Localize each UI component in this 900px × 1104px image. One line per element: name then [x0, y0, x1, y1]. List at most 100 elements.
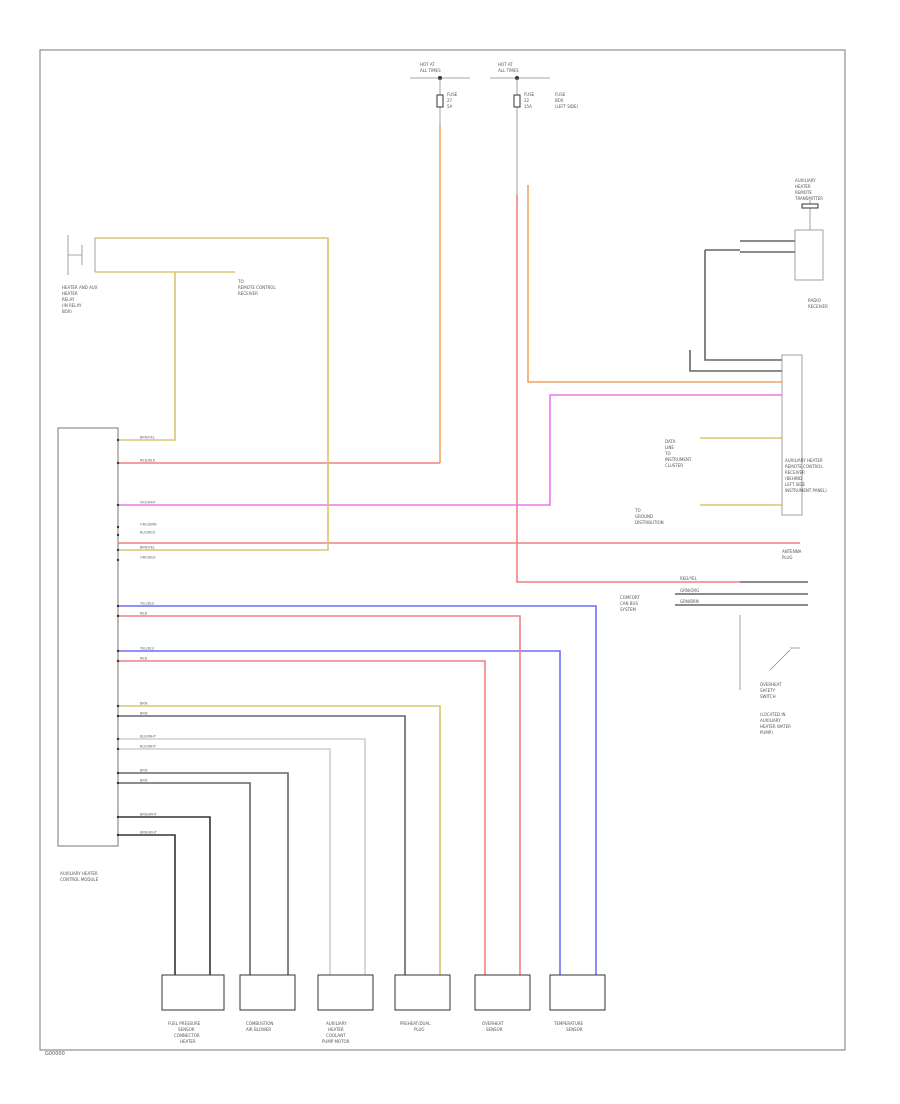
overheat-switch: [769, 647, 800, 671]
module-pin: [116, 503, 120, 507]
fuse-right-label-2: 22: [524, 98, 530, 103]
relay-label-4: (IN RELAY: [62, 303, 82, 308]
wire-magenta: [118, 394, 782, 506]
wire-gray-blower-1: [118, 772, 289, 975]
module-wire-label: RED/BLK: [140, 459, 156, 463]
module-pin: [116, 833, 120, 837]
switch-label-2: SAFETY: [760, 688, 776, 693]
ground-note-2: GROUND: [635, 514, 653, 519]
transmitter-label-4: TRANSMITTER: [794, 196, 823, 201]
radio-label-1: RADIO: [808, 298, 821, 303]
bus-wire-label-3: GRN/BRN: [680, 599, 699, 604]
temperature-sensor-box: [549, 974, 606, 1011]
fuse-left-label-1: FUSE: [447, 92, 458, 97]
module-wire-label: ORG/BLK: [140, 556, 156, 560]
transmitter-label-2: HEATER: [795, 184, 811, 189]
combustion-air-blower-box: [239, 974, 296, 1011]
receiver-label-4: (BEHIND: [785, 476, 802, 481]
wire-dark-fuel-2: [118, 834, 176, 975]
module-pin: [116, 604, 120, 608]
bus-label-1: COMFORT: [620, 595, 640, 600]
relay-label-2: HEATER: [62, 291, 78, 296]
coolant-pump-motor-box: [317, 974, 374, 1011]
bottom-label-3-1: AUXILIARY: [326, 1021, 347, 1026]
module-pin: [116, 438, 120, 442]
module-wire-label: ORG/BRN: [140, 523, 157, 527]
module-pin: [116, 737, 120, 741]
transmitter-label-3: REMOTE: [795, 190, 812, 195]
relay-note-1: TO: [237, 279, 244, 284]
bus-wire-label-2: GRN/ORG: [680, 588, 699, 593]
bottom-label-6-2: SENSOR: [566, 1027, 583, 1032]
data-line-note-1: TO: [664, 451, 671, 456]
wire-blue-2: [118, 650, 561, 975]
module-pin: [116, 558, 120, 562]
wire-light-pump-1: [118, 738, 366, 975]
module-wire-label: BRN: [140, 769, 148, 773]
switch-note-1: (LOCATED IN: [760, 712, 786, 717]
bottom-label-2-1: COMBUSTION: [246, 1021, 273, 1026]
preheat-plug-box: [394, 974, 451, 1011]
module-wire-label: RED: [140, 612, 148, 616]
module-wire-label: BLK/WHT: [140, 735, 157, 739]
module-wire-label: RED: [140, 657, 148, 661]
wire-yellow-loop: [95, 237, 329, 551]
module-pin: [116, 714, 120, 718]
wire-yellow-preheat: [118, 705, 441, 975]
module-pin: [116, 461, 120, 465]
bus-label-3: SYSTEM: [620, 607, 636, 612]
antenna-label-1: ANTENNA: [782, 549, 802, 554]
wire-orange-fuse-right: [527, 185, 782, 383]
fuse-right-label-1: FUSE: [524, 92, 535, 97]
wire-layer: [95, 125, 808, 975]
fuse-right-label-3: 15A: [524, 104, 532, 109]
wire-light-pump-2: [118, 748, 331, 975]
module-wire-label: YEL/BLU: [140, 602, 155, 606]
wire-dark-preheat: [118, 715, 406, 975]
module-pin: [116, 649, 120, 653]
source-label-right-1: HOT AT: [498, 62, 513, 67]
receiver-module-box: [781, 354, 803, 516]
wire-red-fuse-right: [516, 195, 740, 583]
module-pin: [116, 815, 120, 819]
bottom-label-6-1: TEMPERATURE: [553, 1021, 584, 1026]
source-label-left-2: ALL TIMES: [420, 68, 441, 73]
switch-note-2: AUXILIARY: [760, 718, 781, 723]
radio-transmitter-box: [801, 203, 819, 209]
bottom-label-3-4: PUMP MOTOR: [322, 1039, 350, 1044]
overheat-sensor-box: [474, 974, 531, 1011]
module-pin: [116, 659, 120, 663]
receiver-label-3: RECEIVER: [785, 470, 805, 475]
wire-dark-fuel-1: [118, 816, 211, 975]
module-wire-label: BLK/WHT: [140, 745, 157, 749]
fuse-27: [436, 94, 444, 108]
module-wire-label: BLK/RED: [140, 531, 155, 535]
module-wire-label: BRN/YEL: [140, 546, 155, 550]
source-label-left-1: HOT AT: [420, 62, 435, 67]
wire-yellow-relay-down: [118, 272, 176, 441]
switch-label-3: SWITCH: [760, 694, 776, 699]
bottom-label-1-4: HEATER: [180, 1039, 196, 1044]
bottom-label-5-1: OVERHEAT: [482, 1021, 504, 1026]
module-pin: [116, 747, 120, 751]
module-wire-label: BRN/WHT: [140, 813, 158, 817]
module-pin: [116, 704, 120, 708]
module-wire-labels: BRN/YELRED/BLKVIO/WHTORG/BRNBLK/REDBRN/Y…: [116, 436, 158, 837]
module-pin: [116, 781, 120, 785]
bottom-label-3-3: COOLANT: [326, 1033, 346, 1038]
bottom-label-1-1: FUEL PRESSURE: [168, 1021, 201, 1026]
source-label-right-2: ALL TIMES: [498, 68, 519, 73]
wire-gray-blower-2: [118, 782, 251, 975]
wire-receiver-2: [704, 350, 782, 361]
module-pin: [116, 548, 120, 552]
radio-receiver-box: [794, 229, 824, 281]
module-pin: [116, 614, 120, 618]
bottom-label-4-2: PLUG: [414, 1027, 424, 1032]
transmitter-label-1: AUXILIARY: [795, 178, 816, 183]
module-wire-label: BRN: [140, 712, 148, 716]
bottom-label-1-3: CONNECTOR: [174, 1033, 200, 1038]
fuse-22: [513, 94, 521, 108]
data-line-note-2: INSTRUMENT: [665, 457, 692, 462]
